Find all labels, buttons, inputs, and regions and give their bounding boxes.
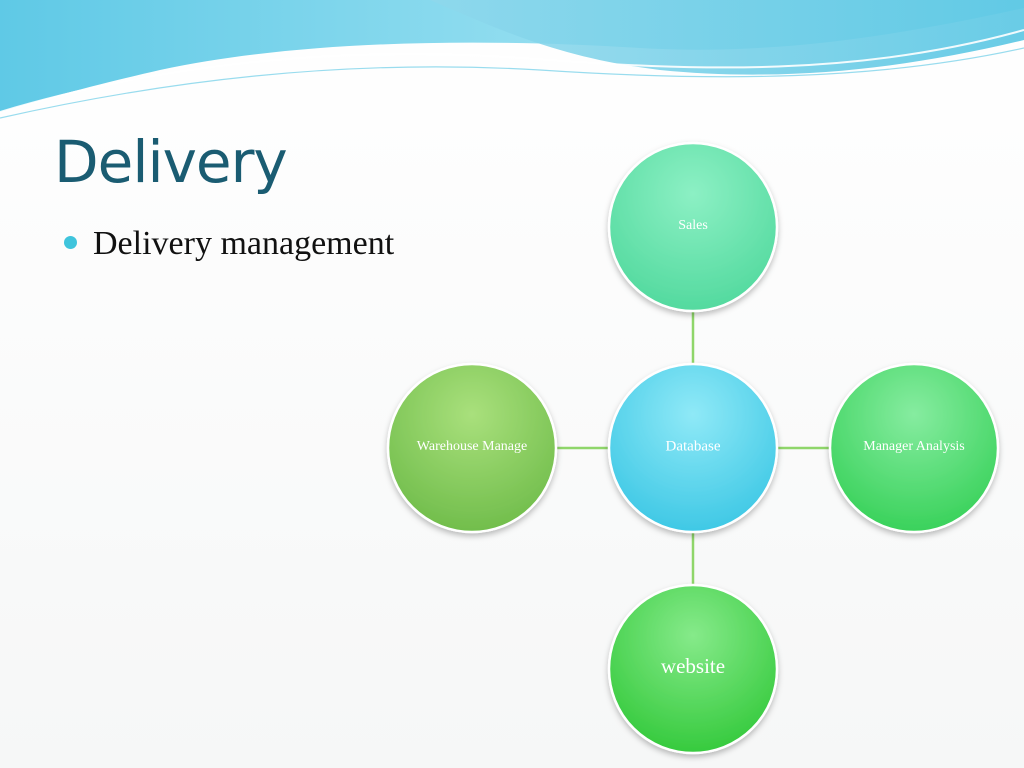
node-sales-label: Sales: [678, 218, 708, 233]
node-manager-analysis: Manager Analysis: [828, 362, 1000, 534]
node-warehouse-label: Warehouse Manage: [417, 439, 527, 454]
decorative-wave-header: [0, 0, 1024, 119]
slide-title: Delivery: [54, 128, 288, 196]
node-website-label: website: [661, 654, 725, 678]
bullet-dot-icon: [64, 236, 77, 249]
node-database: Database: [607, 362, 779, 534]
node-database-label: Database: [666, 438, 721, 454]
node-sales: Sales: [607, 141, 779, 313]
bullet-item: Delivery management: [64, 222, 394, 266]
node-warehouse: Warehouse Manage: [386, 362, 558, 534]
bullet-list: Delivery management: [64, 222, 394, 266]
node-manager-label: Manager Analysis: [863, 439, 964, 454]
bullet-text: Delivery management: [93, 225, 395, 262]
node-website: website: [607, 583, 779, 755]
